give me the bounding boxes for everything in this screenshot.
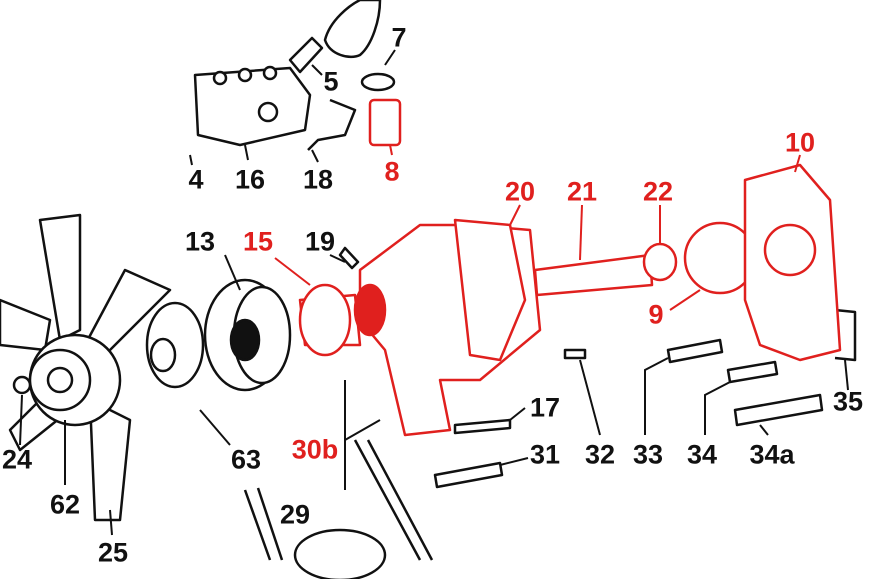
part-label-22: 22 <box>642 176 674 207</box>
pipe-18 <box>307 98 357 151</box>
part-label-34: 34 <box>686 439 718 470</box>
part-label-5: 5 <box>323 66 339 97</box>
bearing-22 <box>642 242 678 282</box>
part-label-13: 13 <box>184 226 216 257</box>
part-label-25: 25 <box>97 537 129 568</box>
bolt-34 <box>726 360 779 384</box>
part-label-16: 16 <box>234 164 266 195</box>
pin-32 <box>563 348 587 360</box>
gasket-20 <box>453 218 527 362</box>
part-label-62: 62 <box>49 489 81 520</box>
part-label-24: 24 <box>1 444 33 475</box>
part-label-31: 31 <box>529 439 561 470</box>
part-label-32: 32 <box>584 439 616 470</box>
pin-19 <box>338 246 360 270</box>
part-label-33: 33 <box>632 439 664 470</box>
part-label-20: 20 <box>504 176 536 207</box>
hose-8 <box>368 98 402 147</box>
part-label-34a: 34a <box>749 439 795 470</box>
part-label-30b: 30b <box>291 434 339 465</box>
part-label-21: 21 <box>566 176 598 207</box>
part-label-10: 10 <box>784 127 816 158</box>
hose-short <box>288 36 324 74</box>
part-label-19: 19 <box>304 226 336 257</box>
part-label-9: 9 <box>648 299 664 330</box>
part-label-18: 18 <box>302 164 334 195</box>
part-label-15: 15 <box>242 226 274 257</box>
hose-elbow <box>323 0 382 59</box>
bolt-31 <box>433 461 504 489</box>
bolt-33 <box>666 338 724 364</box>
part-label-29: 29 <box>279 499 311 530</box>
part-label-4: 4 <box>188 164 204 195</box>
pulley-29 <box>293 528 387 579</box>
part-label-7: 7 <box>391 22 407 53</box>
shaft-21 <box>533 253 654 297</box>
belt <box>243 439 434 561</box>
bracket-35 <box>834 308 857 362</box>
part-label-8: 8 <box>384 156 400 187</box>
thermostat-housing <box>193 66 312 147</box>
hose-clamp <box>360 72 396 92</box>
part-label-35: 35 <box>832 386 864 417</box>
fan <box>0 213 172 522</box>
bolt-34a <box>733 393 824 427</box>
part-label-63: 63 <box>230 444 262 475</box>
bolt-17 <box>453 418 512 435</box>
nut-24 <box>12 375 32 395</box>
part-label-17: 17 <box>529 392 561 423</box>
